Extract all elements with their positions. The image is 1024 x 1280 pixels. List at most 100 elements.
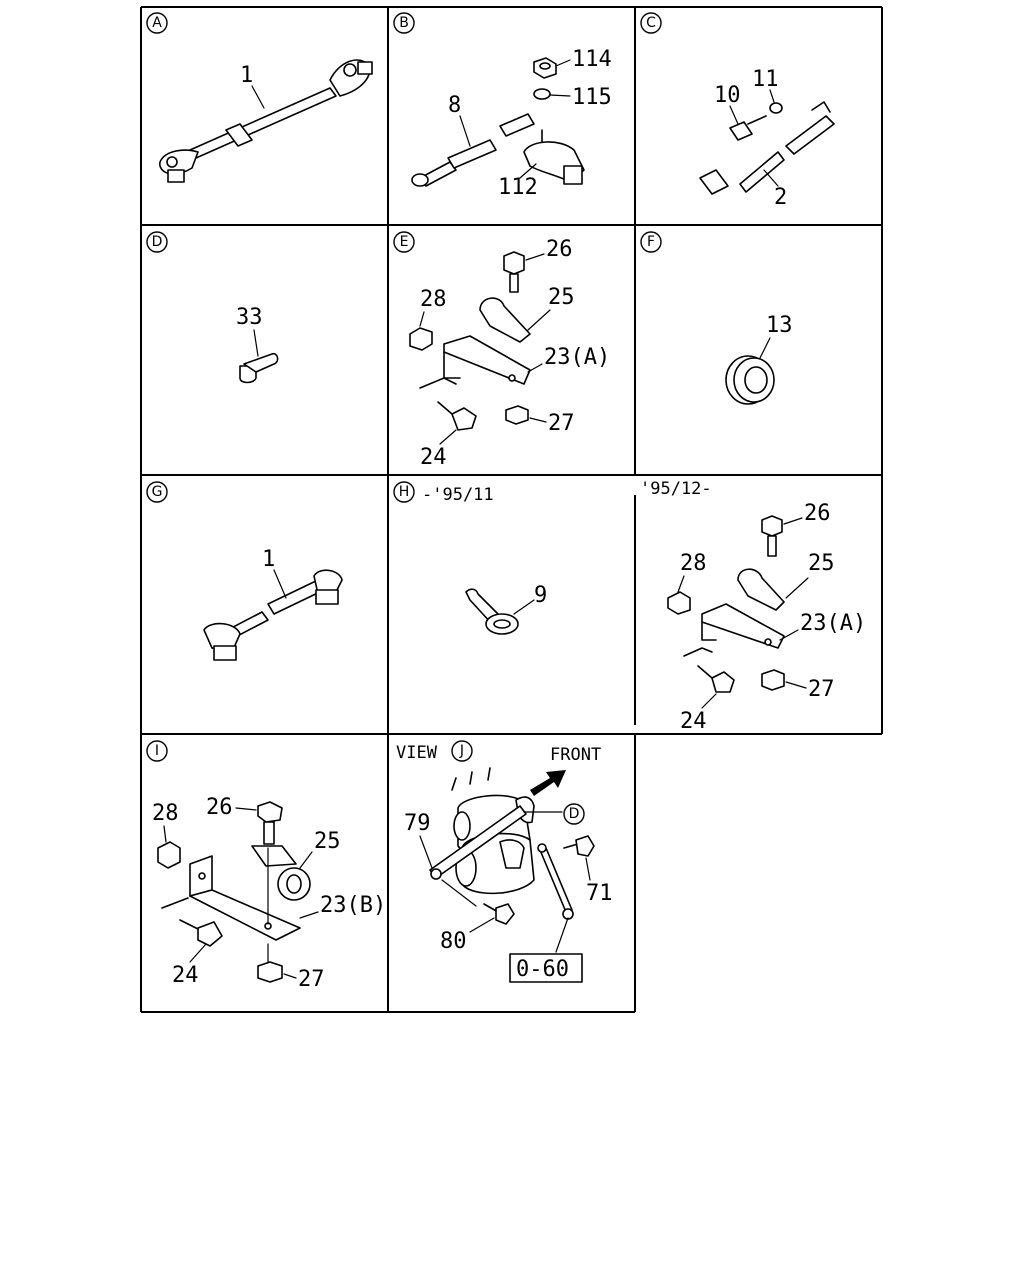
label-23b: 23(B) <box>320 893 386 918</box>
bolt-drawing <box>729 115 767 141</box>
nut-27b-drawing <box>761 669 785 691</box>
grid-frame <box>140 6 883 1013</box>
label-28i: 28 <box>152 801 179 826</box>
label-24b: 24 <box>680 709 707 734</box>
label-115: 115 <box>572 85 612 110</box>
label-112: 112 <box>498 175 538 200</box>
clamp-25b-drawing <box>737 568 785 611</box>
panel-e: E 26 28 25 23(A) 2 <box>393 231 610 470</box>
nut-28-drawing <box>409 327 433 351</box>
label-80: 80 <box>440 929 467 954</box>
grommet-13-drawing <box>725 355 775 405</box>
panel-d: D 33 <box>146 231 279 384</box>
svg-text:E: E <box>400 234 409 250</box>
nut-27i-drawing <box>257 943 283 983</box>
panel-i: I 28 26 <box>146 740 386 992</box>
cable-drawing <box>411 113 535 187</box>
bracket-23ab-drawing <box>701 603 785 649</box>
svg-text:G: G <box>152 484 163 500</box>
washer-drawing <box>533 88 551 100</box>
label-28b: 28 <box>680 551 707 576</box>
label-33: 33 <box>236 305 263 330</box>
nut-28b-drawing <box>667 591 691 615</box>
label-24: 24 <box>420 445 447 470</box>
label-23a: 23(A) <box>544 345 610 370</box>
label-1: 1 <box>240 63 253 88</box>
svg-text:0-60: 0-60 <box>516 957 569 982</box>
panel-h-after: '95/12- 26 28 25 23(A) <box>640 479 866 734</box>
svg-text:I: I <box>155 743 159 759</box>
panel-f: F 13 <box>640 231 793 405</box>
label-26b: 26 <box>804 501 831 526</box>
svg-text:C: C <box>646 15 656 31</box>
svg-text:J: J <box>459 743 464 759</box>
panel-letter-h: H <box>393 481 415 503</box>
label-28: 28 <box>420 287 447 312</box>
label-114: 114 <box>572 47 612 72</box>
label-23ab: 23(A) <box>800 611 866 636</box>
panel-c: C 11 10 2 <box>640 12 835 210</box>
cable-c-drawing <box>699 101 835 195</box>
terminal-drawing <box>523 129 585 185</box>
panel-letter-c: C <box>640 12 662 34</box>
bolt-24i-drawing <box>161 897 223 947</box>
svg-text:D: D <box>152 234 163 250</box>
battery-cable-g-drawing <box>203 569 343 661</box>
date-range-before: -'95/11 <box>422 485 494 505</box>
nut-drawing <box>533 57 557 79</box>
washer-drawing-c <box>769 102 783 114</box>
label-27b: 27 <box>808 677 835 702</box>
label-8: 8 <box>448 93 461 118</box>
label-25b: 25 <box>808 551 835 576</box>
panel-letter-d: D <box>146 231 168 253</box>
front-label: FRONT <box>550 745 601 765</box>
label-13: 13 <box>766 313 793 338</box>
label-71: 71 <box>586 881 613 906</box>
bracket-23b-drawing <box>189 847 301 941</box>
panel-b: B 114 115 8 112 <box>393 12 612 200</box>
panel-letter-b: B <box>393 12 415 34</box>
label-25i: 25 <box>314 829 341 854</box>
panel-letter-g: G <box>146 481 168 503</box>
bolt-24b-drawing <box>683 647 735 693</box>
panel-h: H -'95/11 9 <box>393 481 547 635</box>
panel-j: VIEW J FRONT <box>396 740 613 983</box>
panel-a: A 1 <box>146 12 373 183</box>
nut-27-drawing <box>505 405 529 425</box>
callout-d: D <box>563 803 585 825</box>
bolt-71-drawing <box>563 835 595 857</box>
label-25: 25 <box>548 285 575 310</box>
svg-text:B: B <box>399 15 409 31</box>
label-26i: 26 <box>206 795 233 820</box>
battery-cable-drawing <box>159 59 373 183</box>
label-9: 9 <box>534 583 547 608</box>
clamp-25i-drawing <box>251 845 311 901</box>
view-label: VIEW <box>396 743 438 763</box>
cap-drawing <box>239 352 279 384</box>
label-24i: 24 <box>172 963 199 988</box>
panel-g: G 1 <box>146 481 343 661</box>
panel-letter-i: I <box>146 740 168 762</box>
nut-28i-drawing <box>157 841 181 869</box>
label-1-g: 1 <box>262 547 275 572</box>
svg-text:H: H <box>399 484 410 500</box>
bolt-26b-drawing <box>761 515 783 557</box>
panel-letter-e: E <box>393 231 415 253</box>
svg-text:A: A <box>152 15 162 31</box>
panel-letter-f: F <box>640 231 662 253</box>
label-10: 10 <box>714 83 741 108</box>
starter-motor-drawing <box>429 767 574 953</box>
panel-letter-j: J <box>451 740 473 762</box>
label-26: 26 <box>546 237 573 262</box>
date-range-after: '95/12- <box>640 479 712 499</box>
front-arrow-icon <box>530 770 566 796</box>
svg-text:F: F <box>647 234 655 250</box>
bolt-26i-drawing <box>257 801 283 845</box>
svg-text:D: D <box>569 806 580 822</box>
label-11: 11 <box>752 67 779 92</box>
label-27i: 27 <box>298 967 325 992</box>
bracket-23a-drawing <box>443 335 531 385</box>
label-79: 79 <box>404 811 431 836</box>
bolt-24-drawing <box>419 377 477 431</box>
